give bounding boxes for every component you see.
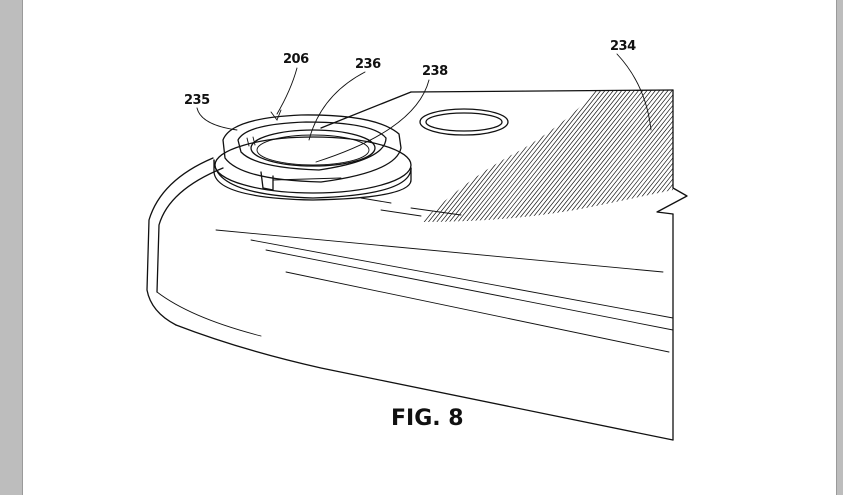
hatch-line <box>682 80 802 230</box>
hatch-line <box>514 90 635 222</box>
hatch-line <box>572 90 673 222</box>
leader-lines <box>196 53 652 163</box>
hatch-line <box>656 90 673 222</box>
hatch-line <box>556 90 673 222</box>
hatch-line <box>530 90 652 222</box>
patent-drawing: 206 236 238 235 234 FIG. 8 <box>146 39 811 441</box>
ref-label-238: 238 <box>422 64 448 79</box>
device-body <box>146 89 688 441</box>
hatch-line <box>691 80 811 230</box>
flash-opening <box>419 108 509 136</box>
ref-label-235: 235 <box>184 93 210 108</box>
hatch-line <box>518 90 639 222</box>
ref-label-236: 236 <box>355 57 381 72</box>
ref-label-206: 206 <box>283 52 309 67</box>
hatch-line <box>509 90 631 222</box>
hatch-line <box>678 80 798 230</box>
hatch-line <box>526 90 648 222</box>
hatch-line <box>560 90 673 222</box>
hatch-line <box>505 90 627 222</box>
hatch-line <box>543 90 665 222</box>
figure-caption: FIG. 8 <box>391 406 464 431</box>
hatch-line <box>568 90 673 222</box>
hatch-line <box>547 90 669 222</box>
hatch-line <box>661 90 673 222</box>
hatch-line <box>488 90 610 222</box>
patent-page: 206 236 238 235 234 FIG. 8 <box>22 0 837 495</box>
hatch-line <box>539 90 660 222</box>
hatch-line <box>669 90 673 222</box>
hatch-line <box>501 90 623 222</box>
ref-label-234: 234 <box>610 39 636 54</box>
hatch-line <box>674 80 794 230</box>
hatch-line <box>497 90 618 222</box>
hatched-shading <box>421 80 811 230</box>
hatch-line <box>493 90 614 222</box>
hatch-line <box>484 90 606 222</box>
reference-numerals: 206 236 238 235 234 <box>184 39 637 108</box>
hatch-line <box>665 90 673 222</box>
hatch-line <box>564 90 673 222</box>
hatch-line <box>551 90 673 222</box>
hatch-line <box>577 90 673 222</box>
camera-ring <box>213 114 412 201</box>
hatch-line <box>522 90 644 222</box>
hatch-line <box>535 90 656 222</box>
hatch-line <box>687 80 807 230</box>
